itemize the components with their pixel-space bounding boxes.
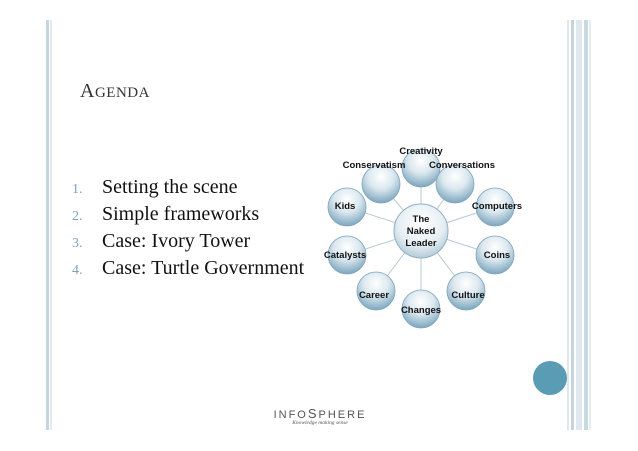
diagram-node-label: Creativity: [399, 146, 443, 157]
diagram-node-career: [356, 271, 396, 311]
center-label-line2: Naked: [407, 226, 436, 237]
slide-title: AGENDA: [80, 80, 150, 103]
diagram-node-label: Conservatism: [343, 160, 406, 171]
left-stripe-light: [50, 20, 52, 430]
diagram-node-label: Changes: [401, 305, 441, 316]
agenda-number: 1.: [72, 182, 83, 197]
center-node: [393, 203, 449, 259]
diagram-node-culture: [446, 271, 486, 311]
right-stripe-3: [576, 20, 582, 430]
diagram-node-conservatism: [361, 164, 401, 204]
agenda-number: 4.: [72, 263, 83, 278]
diagram-node-conversations: [435, 164, 475, 204]
agenda-item: 4. Case: Turtle Government: [72, 257, 304, 284]
agenda-text: Setting the scene: [102, 176, 238, 198]
center-label-line3: Leader: [405, 238, 436, 249]
decorative-circle: [533, 361, 567, 395]
diagram-node-label: Computers: [472, 201, 522, 212]
diagram-node-coins: [475, 235, 515, 275]
agenda-text: Simple frameworks: [102, 203, 260, 225]
diagram-node-kids: [327, 187, 367, 227]
diagram-node-label: Culture: [451, 290, 484, 301]
diagram-center: The Naked Leader: [393, 203, 449, 259]
agenda-text: Case: Turtle Government: [102, 257, 305, 279]
logo-wordmark: INFOSPHERE: [273, 406, 367, 421]
diagram-nodes: CreativityConversationsComputersCoinsCul…: [324, 146, 522, 329]
diagram-node-changes: [401, 289, 441, 329]
right-stripe-5: [589, 20, 591, 430]
left-stripe-dark: [46, 20, 49, 430]
agenda-text: Case: Ivory Tower: [102, 230, 251, 252]
agenda-number: 3.: [72, 236, 83, 251]
agenda-item: 2. Simple frameworks: [72, 203, 304, 230]
logo-tagline: Knowledge making sense: [292, 420, 348, 426]
right-stripe-1: [567, 20, 569, 430]
diagram-node-catalysts: [327, 235, 367, 275]
agenda-item: 3. Case: Ivory Tower: [72, 230, 304, 257]
diagram-node-label: Kids: [335, 201, 356, 212]
diagram-node-label: Coins: [484, 250, 510, 261]
title-initial: A: [80, 80, 95, 102]
diagram-node-label: Career: [359, 290, 389, 301]
right-stripe-2: [571, 20, 574, 430]
center-label-line1: The: [413, 214, 430, 225]
diagram-node-label: Catalysts: [324, 250, 366, 261]
right-stripe-4: [584, 20, 588, 430]
agenda-list: 1.Setting the scene 2.Simple frameworks …: [72, 176, 304, 284]
diagram-node-creativity: [401, 148, 441, 188]
agenda-number: 2.: [72, 209, 83, 224]
title-rest: GENDA: [94, 85, 150, 101]
diagram-node-label: Conversations: [429, 160, 495, 171]
diagram-node-computers: [475, 187, 515, 227]
infosphere-logo: INFOSPHERE Knowledge making sense: [260, 406, 380, 426]
agenda-item: 1. Setting the scene: [72, 176, 304, 203]
